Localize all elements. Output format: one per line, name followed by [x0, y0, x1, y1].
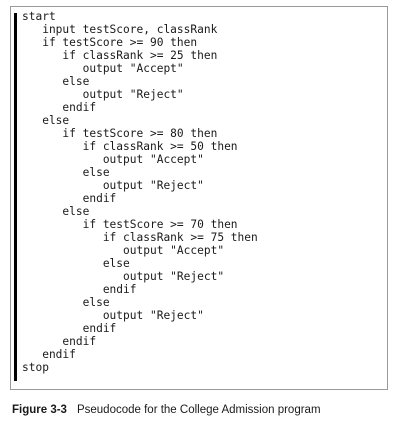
code-line: stop: [22, 361, 49, 374]
code-line: else: [22, 296, 110, 309]
code-line: if testScore >= 90 then: [22, 36, 198, 49]
code-line: endif: [22, 335, 97, 348]
code-line: output "Reject": [22, 88, 184, 101]
code-line: else: [22, 114, 70, 127]
code-line: endif: [22, 192, 117, 205]
code-line: if classRank >= 50 then: [22, 140, 238, 153]
code-line: if testScore >= 80 then: [22, 127, 218, 140]
code-line: endif: [22, 283, 137, 296]
code-line: start: [22, 10, 56, 23]
pseudocode-box: [10, 6, 388, 390]
code-line: if testScore >= 70 then: [22, 218, 238, 231]
code-line: if classRank >= 25 then: [22, 49, 218, 62]
code-line: if classRank >= 75 then: [22, 231, 258, 244]
code-line: output "Accept": [22, 62, 184, 75]
figure-caption: Figure 3-3 Pseudocode for the College Adm…: [12, 404, 321, 416]
code-line: input testScore, classRank: [22, 23, 218, 36]
code-line: else: [22, 257, 130, 270]
code-line: else: [22, 205, 90, 218]
code-line: output "Accept": [22, 244, 225, 257]
figure-label: Figure 3-3: [12, 404, 67, 416]
figure-caption-text: Pseudocode for the College Admission pro…: [76, 404, 321, 416]
code-line: endif: [22, 101, 97, 114]
code-line: else: [22, 75, 90, 88]
code-line: else: [22, 166, 110, 179]
code-line: output "Reject": [22, 270, 225, 283]
code-line: output "Reject": [22, 179, 204, 192]
pseudocode-listing: start input testScore, classRank if test…: [22, 10, 258, 374]
code-margin-bar: [14, 13, 17, 381]
code-line: output "Reject": [22, 309, 204, 322]
code-line: endif: [22, 322, 117, 335]
code-line: output "Accept": [22, 153, 204, 166]
code-line: endif: [22, 348, 76, 361]
